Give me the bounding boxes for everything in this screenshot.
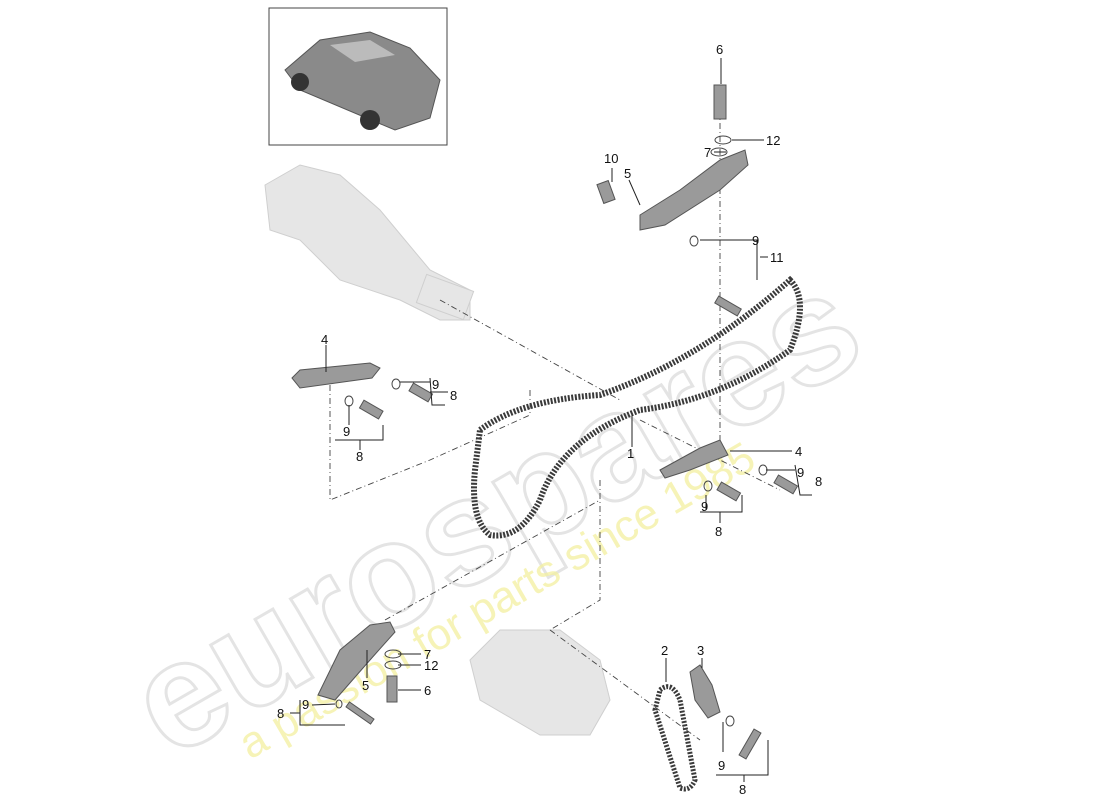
callout-9: 9 — [701, 499, 708, 514]
callout-9: 9 — [302, 697, 309, 712]
car-thumbnail — [268, 7, 448, 146]
callout-11: 11 — [770, 250, 784, 265]
callout-2: 2 — [661, 643, 668, 658]
callout-4: 4 — [321, 332, 328, 347]
callout-8: 8 — [815, 474, 822, 489]
bolts — [345, 295, 799, 760]
callout-9: 9 — [343, 424, 350, 439]
tensioner-rail-5-top — [639, 149, 749, 231]
callout-8: 8 — [715, 524, 722, 539]
callout-9: 9 — [432, 377, 439, 392]
callout-6: 6 — [424, 683, 431, 698]
callout-8: 8 — [739, 782, 746, 797]
callout-5: 5 — [362, 678, 369, 693]
callout-8: 8 — [277, 706, 284, 721]
leader-lines — [290, 58, 812, 782]
tensioner-3 — [689, 664, 721, 719]
callout-9: 9 — [797, 465, 804, 480]
callout-6: 6 — [716, 42, 723, 57]
oil-pump-chain — [652, 684, 698, 792]
oil-pump-ghost — [469, 629, 611, 736]
callout-7: 7 — [704, 145, 711, 160]
callout-9: 9 — [718, 758, 725, 773]
callout-7: 7 — [424, 647, 431, 662]
crankshaft-ghost — [264, 164, 475, 321]
pin-10 — [596, 179, 616, 205]
tensioner-6-bottom — [386, 675, 398, 703]
callout-8: 8 — [356, 449, 363, 464]
chain-guide-4-right — [659, 439, 729, 479]
timing-chain — [471, 275, 803, 539]
callout-12: 12 — [766, 133, 780, 148]
callout-3: 3 — [697, 643, 704, 658]
callout-4: 4 — [795, 444, 802, 459]
callout-9: 9 — [752, 233, 759, 248]
callout-12: 12 — [424, 658, 438, 673]
callout-5: 5 — [624, 166, 631, 181]
callouts: 6 12 7 10 5 9 11 4 9 8 9 8 1 4 9 8 9 8 2… — [277, 42, 822, 797]
chain-guide-4-left — [291, 362, 381, 389]
callout-1: 1 — [627, 446, 634, 461]
tensioner-rail-5-bottom — [317, 621, 396, 701]
tensioner-6-top — [713, 84, 727, 120]
callout-10: 10 — [604, 151, 618, 166]
callout-8: 8 — [450, 388, 457, 403]
